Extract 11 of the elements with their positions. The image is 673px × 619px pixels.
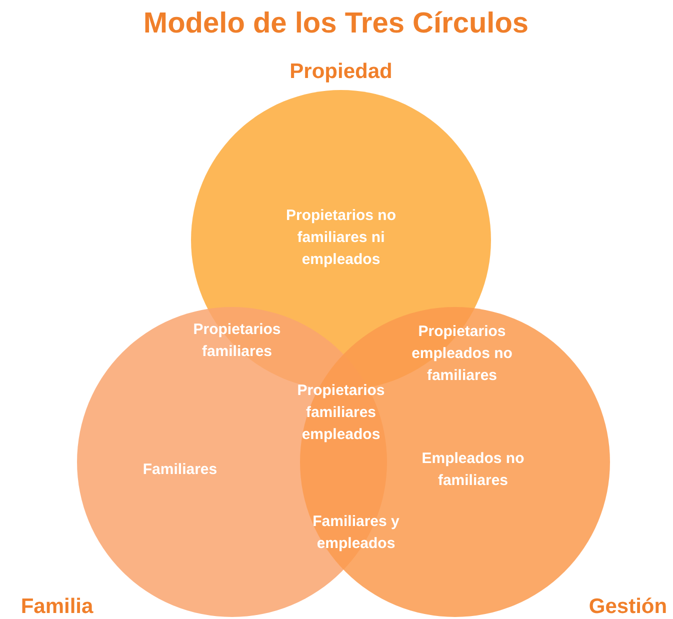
region-label: Propietarios familiares empleados — [296, 381, 386, 445]
circle-heading: Familia — [20, 595, 94, 619]
region-label: Empleados no familiares — [420, 449, 526, 491]
region-label: Propietarios no familiares ni empleados — [284, 206, 398, 270]
region-label: Propietarios familiares — [192, 320, 282, 362]
region-label: Familiares y empleados — [312, 512, 400, 554]
circle-heading: Propiedad — [290, 60, 392, 84]
title: Modelo de los Tres Círculos — [143, 8, 529, 40]
region-label: Familiares — [142, 460, 218, 480]
region-label: Propietarios empleados no familiares — [410, 322, 514, 386]
circle-heading: Gestión — [588, 595, 668, 619]
